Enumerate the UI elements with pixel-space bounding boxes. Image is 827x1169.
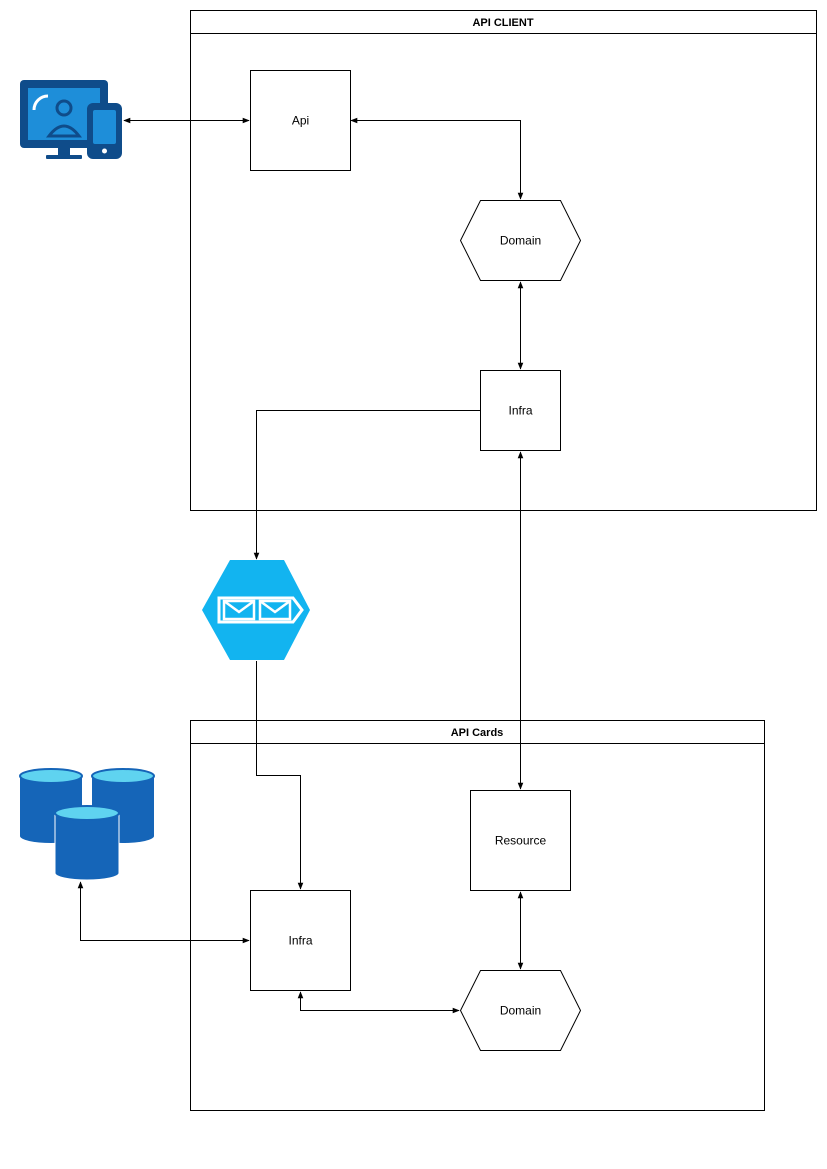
cards-resource-label: Resource	[495, 834, 547, 848]
client-infra-label: Infra	[508, 404, 532, 418]
client-api-label: Api	[292, 114, 309, 128]
cards-domain-label: Domain	[500, 1004, 541, 1018]
edge-api-to-domain	[350, 117, 524, 200]
message-queue-icon[interactable]	[202, 560, 310, 660]
client-domain-node[interactable]: Domain	[459, 200, 582, 281]
cards-infra-label: Infra	[288, 934, 312, 948]
api-cards-title: API Cards	[451, 727, 504, 739]
client-api-node[interactable]: Api	[250, 70, 351, 171]
edges	[77, 117, 524, 1014]
database-cluster-icon[interactable]	[19, 768, 155, 881]
cards-resource-node[interactable]: Resource	[470, 790, 571, 891]
client-infra-node[interactable]: Infra	[480, 370, 561, 451]
client-domain-label: Domain	[500, 234, 541, 248]
edge-infra-to-queue	[253, 410, 480, 560]
edge-cards-infra-to-domain	[297, 991, 460, 1014]
edge-queue-to-cards-infra	[256, 661, 304, 890]
edge-db-to-cards-infra	[77, 881, 250, 944]
cards-domain-node[interactable]: Domain	[459, 970, 582, 1051]
api-client-title: API CLIENT	[472, 17, 533, 29]
user-devices-icon[interactable]	[20, 80, 122, 159]
cards-infra-node[interactable]: Infra	[250, 890, 351, 991]
